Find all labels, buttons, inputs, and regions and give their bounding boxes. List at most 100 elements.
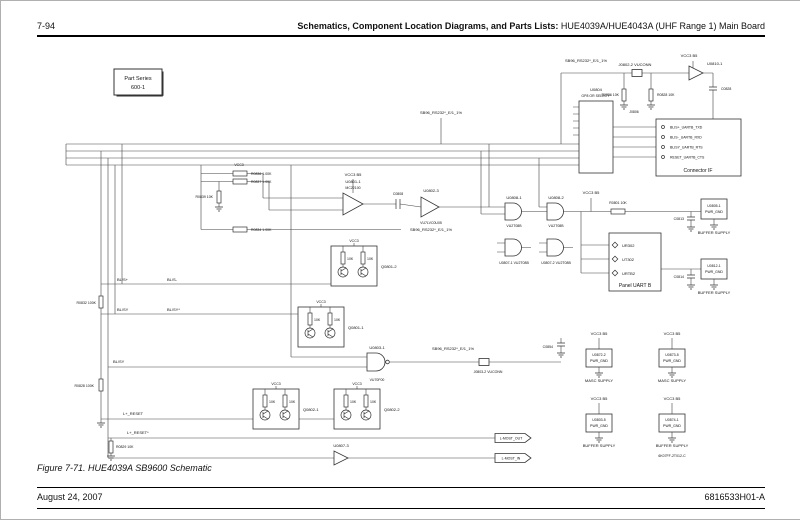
component-label: VU2T08B: [548, 224, 564, 228]
component-label: VCC3 B5: [664, 331, 681, 336]
footer-doc-number: 6816533H01-A: [704, 492, 765, 502]
component-label: SB96_RS232*_E/1_1%: [565, 58, 607, 63]
component-label: U0807-3: [333, 443, 349, 448]
component-label: U0802-3: [423, 188, 439, 193]
component-label: VCC3 B5: [664, 396, 681, 401]
component-label: UT302: [622, 257, 635, 262]
buffer-supply-ic-2: [700, 258, 728, 280]
masc-supply-ic-1: [585, 348, 613, 368]
component-label: 10K: [350, 400, 357, 404]
component-label: MASC SUPPLY: [658, 378, 686, 383]
header-rule: [37, 35, 765, 37]
component-label: VU70F00: [370, 378, 385, 382]
component-label: VCC3: [271, 382, 280, 386]
signal-flag-lmost-out: [494, 433, 532, 443]
component-label: BLIS+_UARTB_TXD: [670, 126, 703, 130]
component-label: R0828 100K: [75, 384, 95, 388]
footer-rule-top: [37, 487, 765, 488]
component-label: U0803-1: [369, 345, 385, 350]
component-label: R0836 1.00K: [251, 172, 272, 176]
component-label: BL/SY: [113, 359, 125, 364]
component-label: PWR_GND: [705, 210, 723, 214]
component-label: PWR_GND: [663, 424, 681, 428]
nand-bubble: [385, 359, 390, 365]
component-label: RESET_UARTB_CTS: [670, 156, 705, 160]
component-label: J0806: [629, 110, 639, 114]
component-label: PWR_GND: [590, 359, 608, 363]
component-label: R0834 1.00K: [251, 228, 272, 232]
component-label: 10K: [269, 400, 276, 404]
component-label: U0807-2 VU2T08B: [541, 261, 571, 265]
buffer-supply-ic-4: [658, 413, 686, 433]
component-label: U0801-1: [345, 179, 361, 184]
component-label: VCC3: [234, 163, 243, 167]
header-title: Schematics, Component Location Diagrams,…: [297, 21, 765, 31]
wire-network: [65, 61, 715, 459]
component-label: MC22100: [345, 186, 360, 190]
component-label: C0828: [721, 87, 731, 91]
component-label: PWR_GND: [590, 424, 608, 428]
component-label: BUFFER SUPPLY: [583, 443, 616, 448]
component-label: Q0801-1: [348, 325, 364, 330]
footer-date: August 24, 2007: [37, 492, 103, 502]
component-label: U0872-2: [592, 353, 605, 357]
transistor-block-q0802-1: [252, 388, 300, 430]
component-label: BL/S+: [117, 277, 129, 282]
component-label: R0826 10K: [601, 93, 619, 97]
component-label: U0808-2: [548, 195, 564, 200]
component-label: SB96_RS232*_E/1_1%: [432, 346, 474, 351]
opamp-u0810: [688, 65, 704, 81]
component-label: C0813: [674, 217, 684, 221]
component-label: 6K07FF-2T012-C: [658, 454, 686, 458]
component-label: R0837 1.00K: [251, 180, 272, 184]
component-label: L+_RESET: [123, 411, 144, 416]
component-label: VCC3: [352, 382, 361, 386]
component-labels-layer: SB96_RS232*_E/1_1%VCC3 B5U0810-1J0802-2 …: [75, 53, 732, 461]
transistor-block-q0801-2: [330, 245, 378, 287]
component-label: SB96_RS232*_E/1_1%: [420, 110, 462, 115]
component-label: BLISY_UARTB_RTS: [670, 146, 703, 150]
component-label: L+_RESET*: [127, 430, 149, 435]
buffer-supply-ic-1: [700, 198, 728, 220]
figure-caption: Figure 7-71. HUE4039A SB9600 Schematic: [37, 463, 212, 473]
ic-u0804: [578, 100, 614, 174]
component-label: U0810-1: [707, 61, 723, 66]
footer-rule-bottom: [37, 508, 765, 509]
component-label: 10K: [347, 257, 354, 261]
opamp-u0801: [342, 192, 364, 216]
discrete-symbols: [98, 86, 718, 454]
page-footer: August 24, 2007 6816533H01-A: [37, 492, 765, 502]
component-label: VCC3 B5: [345, 172, 362, 177]
component-label: U0873-5: [665, 353, 678, 357]
header-title-rest: HUE4039A/HUE4043A (UHF Range 1) Main Boa…: [558, 21, 765, 31]
component-label: VU2T08B: [506, 224, 522, 228]
component-label: 10K: [289, 400, 296, 404]
component-label: BL/SY: [117, 307, 129, 312]
component-label: C0854: [543, 345, 553, 349]
component-label: Panel UART B: [619, 283, 652, 289]
component-label: J0803-2 VUCONN: [474, 370, 503, 374]
component-label: 10K: [370, 400, 377, 404]
component-label: U0874-1: [665, 418, 678, 422]
signal-flag-lmost-in: [494, 453, 532, 463]
component-label: VCC3: [316, 300, 325, 304]
part-series-line1: Part Series: [124, 76, 151, 82]
nand-gate-u0803: [366, 352, 386, 372]
component-label: GP8 OR SELECT*: [581, 94, 611, 98]
connector-j0803: [478, 358, 490, 366]
and-gate-u0808-2: [546, 202, 564, 221]
masc-supply-ic-2: [658, 348, 686, 368]
component-label: VU7LVC0U05: [420, 221, 442, 225]
component-label: U0804: [590, 87, 603, 92]
component-label: C0808: [393, 192, 403, 196]
and-gate-u0807-1: [504, 238, 522, 257]
component-label: C0814: [674, 275, 684, 279]
transistor-block-q0801-1: [297, 306, 345, 348]
component-label: SB96_RS232*_E/1_1%: [410, 227, 452, 232]
component-label: BUFFER SUPPLY: [698, 290, 731, 295]
component-label: BL/S-: [167, 277, 178, 282]
panel-uartb-block: [608, 232, 662, 292]
opamp-u0802: [420, 196, 440, 218]
component-label: U0807-1 VU2T08B: [499, 261, 529, 265]
